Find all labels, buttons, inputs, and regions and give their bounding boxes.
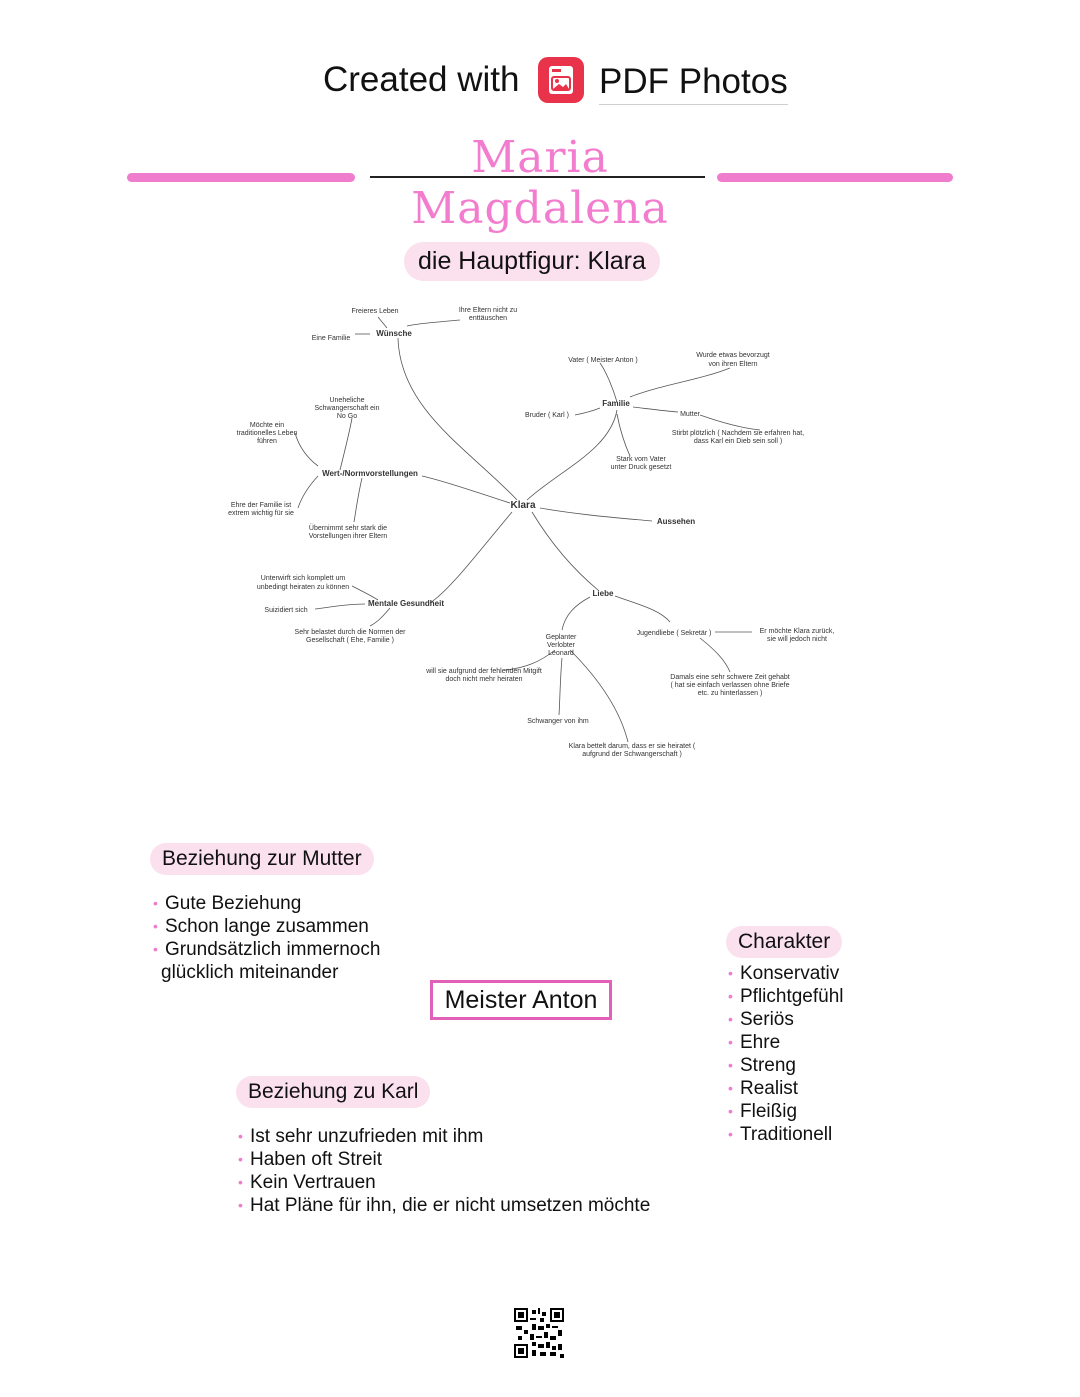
mind-map: Klara Wünsche Freieres Leben Ihre Eltern…	[228, 307, 835, 758]
charakter-heading: Charakter	[726, 926, 843, 958]
list-item: Konservativ	[728, 962, 888, 985]
list-item: Schon lange zusammen	[153, 915, 413, 938]
mindmap-text: Verlobter	[547, 642, 576, 649]
list-item: Pflichtgefühl	[728, 985, 888, 1008]
mindmap-text: enttäuschen	[469, 315, 507, 322]
mindmap-text: aufgrund der Schwangerschaft )	[582, 751, 682, 758]
mindmap-text: Schwanger von ihm	[527, 718, 589, 725]
karl-list: Ist sehr unzufrieden mit ihm Haben oft S…	[238, 1125, 698, 1217]
list-item: Traditionell	[728, 1123, 888, 1146]
mindmap-text: Stirbt plötzlich ( Nachdem sie erfahren …	[672, 430, 804, 437]
mindmap-text: Vater ( Meister Anton )	[568, 357, 638, 364]
mindmap-text: will sie aufgrund der fehlenden Mitgift	[425, 668, 542, 675]
mindmap-text: sie will jedoch nicht	[767, 636, 827, 643]
pdf-photos-icon	[538, 57, 584, 103]
list-item: Seriös	[728, 1008, 888, 1031]
pdf-photos-brand: PDF Photos	[599, 62, 788, 105]
mindmap-text: Geplanter	[546, 634, 577, 641]
mindmap-text: Klara bettelt darum, dass er sie heirate…	[569, 743, 696, 750]
mindmap-text: traditionelles Leben	[237, 430, 298, 437]
hauptfigur-heading: die Hauptfigur: Klara	[404, 242, 660, 281]
mindmap-text: ( hat sie einfach verlassen ohne Briefe	[670, 682, 789, 689]
list-item: Streng	[728, 1054, 888, 1077]
list-item: Hat Pläne für ihn, die er nicht umsetzen…	[238, 1194, 698, 1217]
mindmap-text: Schwangerschaft ein	[315, 405, 380, 412]
mindmap-text: unter Druck gesetzt	[611, 464, 672, 471]
mutter-list: Gute Beziehung Schon lange zusammen Grun…	[153, 892, 413, 984]
list-item: Ist sehr unzufrieden mit ihm	[238, 1125, 698, 1148]
mindmap-text: Mutter	[680, 411, 701, 418]
mindmap-text: Sehr belastet durch die Normen der	[295, 629, 407, 636]
mindmap-text: etc. zu hinterlassen )	[698, 690, 763, 697]
liebe-node: Liebe	[593, 589, 614, 598]
mindmap-text: Gesellschaft ( Ehe, Familie )	[306, 637, 394, 644]
mindmap-text: Uneheliche	[329, 397, 364, 404]
mindmap-text: Suizidiert sich	[264, 607, 307, 614]
mindmap-text: Damals eine sehr schwere Zeit gehabt	[670, 674, 790, 681]
page-title: Maria Magdalena	[411, 132, 669, 234]
mindmap-text: Leonard	[548, 650, 574, 657]
mindmap-text: unbedingt heiraten zu können	[257, 584, 349, 591]
mindmap-text: Unterwirft sich komplett um	[261, 575, 346, 582]
mindmap-text: von ihren Eltern	[708, 361, 757, 368]
list-item: Kein Vertrauen	[238, 1171, 698, 1194]
charakter-list: Konservativ Pflichtgefühl Seriös Ehre St…	[728, 962, 888, 1146]
karl-heading: Beziehung zu Karl	[236, 1076, 431, 1108]
anton-heading: Meister Anton	[430, 980, 612, 1020]
mindmap-center: Klara	[510, 500, 535, 511]
mental-node: Mentale Gesundheit	[368, 599, 444, 608]
mindmap-text: doch nicht mehr heiraten	[445, 676, 522, 683]
mindmap-text: Ihre Eltern nicht zu	[459, 307, 517, 314]
created-with-label: Created with	[323, 60, 520, 99]
list-item: Fleißig	[728, 1100, 888, 1123]
title-underline	[370, 176, 705, 178]
mindmap-text: Er möchte Klara zurück,	[760, 628, 835, 635]
wuensche-node: Wünsche	[376, 329, 412, 338]
mindmap-text: Eine Familie	[312, 335, 351, 342]
mindmap-text: führen	[257, 438, 277, 445]
familie-node: Familie	[602, 399, 630, 408]
mindmap-text: No Go	[337, 413, 357, 420]
list-item: Haben oft Streit	[238, 1148, 698, 1171]
list-item: Grundsätzlich immernoch	[153, 938, 413, 961]
title-bar-right	[717, 173, 953, 182]
title-bar-left	[127, 173, 355, 182]
list-item: Ehre	[728, 1031, 888, 1054]
mindmap-text: Bruder ( Karl )	[525, 412, 569, 419]
aussehen-node: Aussehen	[657, 517, 695, 526]
mindmap-text: Ehre der Familie ist	[231, 502, 291, 509]
list-item: Realist	[728, 1077, 888, 1100]
mindmap-text: dass Karl ein Dieb sein soll )	[694, 438, 782, 445]
qr-code-icon	[514, 1308, 564, 1358]
mindmap-text: Möchte ein	[250, 422, 284, 429]
mindmap-text: Freieres Leben	[351, 308, 398, 315]
mindmap-text: Wurde etwas bevorzugt	[696, 352, 769, 359]
mindmap-text: Übernimmt sehr stark die	[309, 524, 387, 532]
mindmap-text: extrem wichtig für sie	[228, 510, 294, 517]
list-item-continuation: glücklich miteinander	[161, 962, 339, 983]
mindmap-text: Vorstellungen ihrer Eltern	[309, 533, 388, 540]
wert-node: Wert-/Normvorstellungen	[322, 469, 418, 478]
mindmap-text: Stark vom Vater	[616, 456, 666, 463]
mindmap-text: Jugendliebe ( Sekretär )	[637, 630, 712, 637]
list-item: Gute Beziehung	[153, 892, 413, 915]
mutter-heading: Beziehung zur Mutter	[150, 843, 374, 875]
